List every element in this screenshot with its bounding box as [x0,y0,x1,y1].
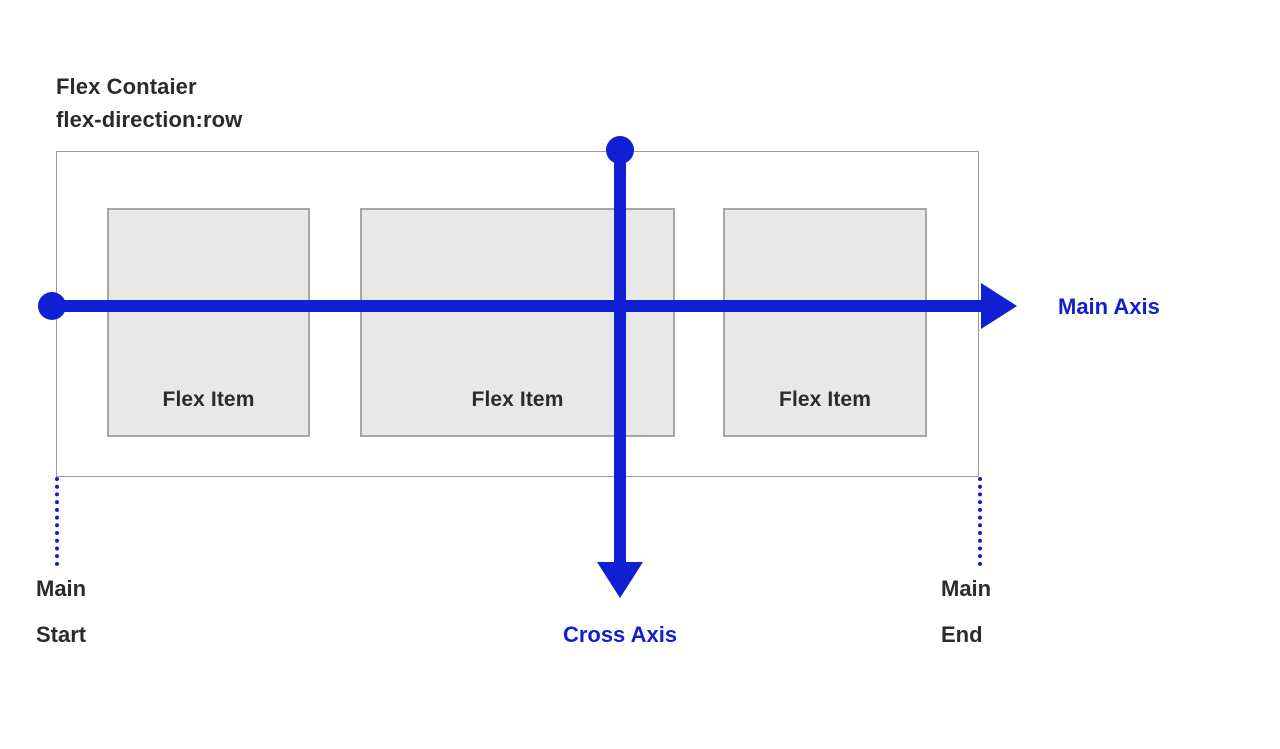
flex-item-3: Flex Item [723,208,927,437]
main-axis-start-dot-icon [38,292,66,320]
flex-item-2: Flex Item [360,208,675,437]
diagram-title-line-2: flex-direction:row [56,107,243,132]
flex-item-3-label: Flex Item [779,388,871,411]
diagram-title: Flex Contaier flex-direction:row [56,70,242,136]
main-start-label: Main Start [36,578,86,646]
diagram-title-line-1: Flex Contaier [56,74,197,99]
main-start-label-line-2: Start [36,622,87,647]
main-end-label-line-2: End [941,622,983,647]
cross-axis-arrow-icon [597,562,643,598]
cross-axis-line [614,150,626,568]
main-axis-arrow-icon [981,283,1017,329]
main-end-guide-line [978,477,982,566]
main-start-label-line-1: Main [36,576,87,601]
flex-item-1-label: Flex Item [162,388,255,411]
main-axis-line [52,300,987,312]
main-start-guide-line [55,477,59,566]
flex-item-2-label: Flex Item [471,388,564,411]
cross-axis-start-dot-icon [606,136,634,164]
flex-item-1: Flex Item [107,208,310,437]
main-end-label-line-1: Main [941,576,992,601]
main-axis-label: Main Axis [1058,294,1160,319]
cross-axis-label: Cross Axis [562,622,678,647]
main-end-label: Main End [941,578,991,646]
